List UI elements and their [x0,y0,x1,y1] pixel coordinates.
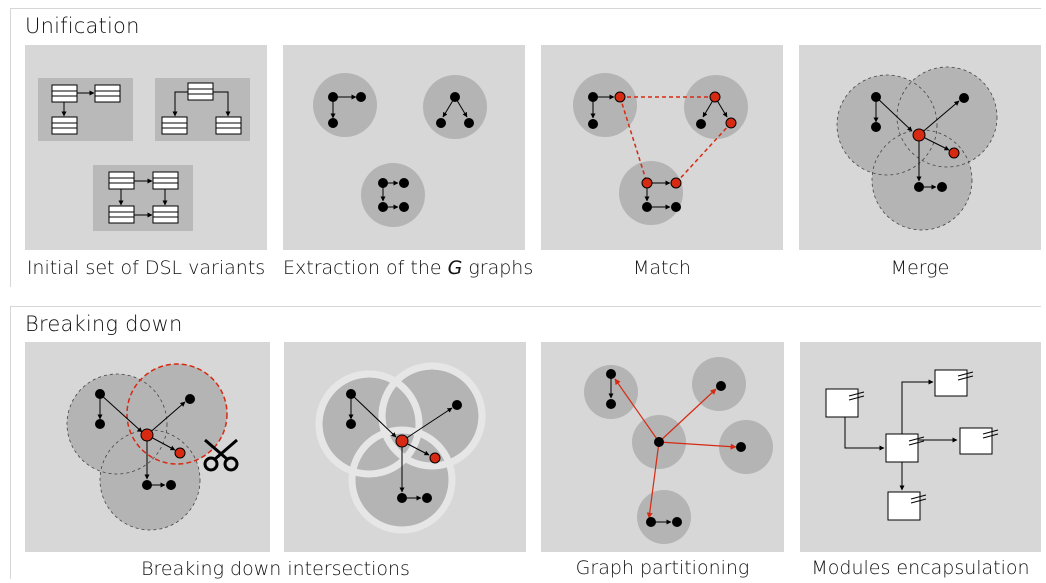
graph-1 [328,92,366,128]
panel-merge [799,45,1041,250]
panel-modules-encapsulation [800,342,1041,552]
breaking-graph-a [95,389,195,490]
extraction-diagram [313,73,487,227]
merged-graph [871,92,969,192]
breaking-down-b-diagram [315,362,486,534]
caption-extraction-suffix: graphs [462,257,534,279]
module-box-2 [934,369,974,397]
dsl-variant-2 [155,78,250,141]
match-graph-3 [641,177,682,212]
panel-breaking-down-a [25,342,270,552]
caption-extraction-graphs: Extraction of the G graphs [283,257,533,279]
caption-breaking-down-intersections: Breaking down intersections [141,558,410,580]
dsl-variants-diagram [38,78,250,231]
unification-section [10,8,1041,287]
match-diagram [573,73,748,225]
panel-graph-partitioning [541,342,784,552]
graph-2 [436,92,474,128]
caption-graph-partitioning: Graph partitioning [575,557,750,579]
caption-modules-encapsulation: Modules encapsulation [811,557,1030,579]
caption-merge: Merge [890,257,950,279]
module-box-3 [885,433,925,463]
scissors-icon [203,438,239,472]
breaking-graph-b [346,389,462,503]
match-graph-1 [588,91,626,129]
cut-line [126,363,228,465]
partition-links [614,378,737,519]
encapsulation-diagram [825,369,999,521]
module-box-1 [825,388,865,418]
panel-breaking-down-b [284,342,526,552]
breaking-down-title: Breaking down [25,312,183,336]
breaking-down-a-diagram [66,363,239,531]
module-box-5 [887,491,927,521]
breaking-down-section [10,306,1041,579]
graph-3 [378,178,409,212]
partitioning-diagram [584,357,773,544]
match-graph-2 [696,91,737,129]
unification-title: Unification [25,14,140,38]
caption-initial-dsl-variants: Initial set of DSL variants [26,257,266,279]
panel-initial-dsl-variants [25,45,267,250]
caption-match: Match [633,257,691,279]
panel-extraction-graphs [283,45,525,250]
merge-diagram [836,66,998,231]
caption-extraction-symbol: G [447,257,463,279]
module-box-4 [959,427,999,455]
dsl-variant-3 [93,165,193,231]
dsl-variant-1 [38,78,133,141]
partition-nodes [606,369,746,527]
panel-match [541,45,783,250]
caption-extraction-prefix: Extraction of the [283,257,448,279]
match-links [619,96,732,184]
